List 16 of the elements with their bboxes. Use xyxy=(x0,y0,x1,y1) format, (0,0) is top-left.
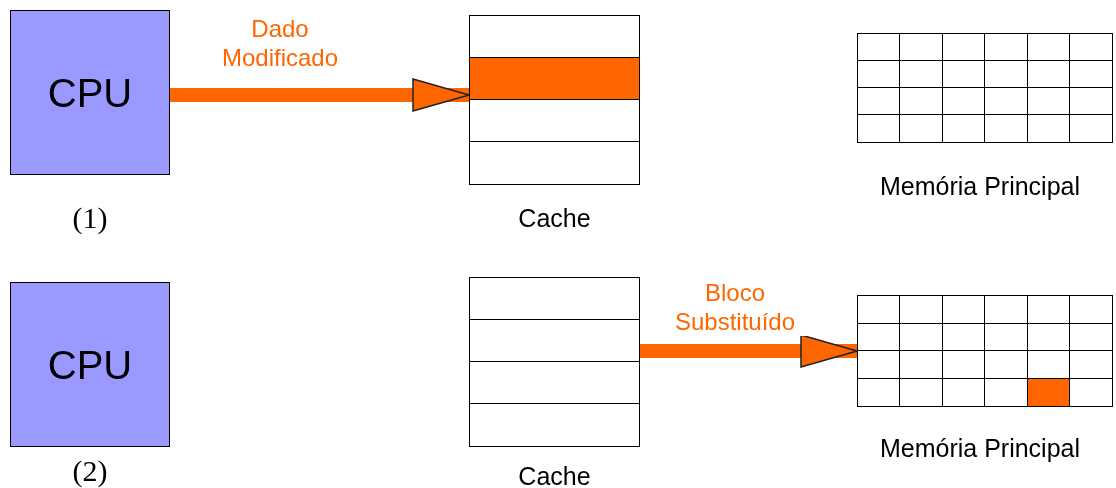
component-label: Memória Principal xyxy=(878,433,1082,464)
cache-table xyxy=(469,277,640,447)
step-number: (2) xyxy=(71,453,109,488)
cache-table xyxy=(469,15,640,185)
arrow xyxy=(640,334,858,368)
cpu-box xyxy=(10,282,170,447)
arrow xyxy=(170,78,470,112)
cpu-label: CPU xyxy=(47,341,133,389)
memory-grid xyxy=(857,295,1113,407)
component-label: Cache xyxy=(517,203,592,234)
memory-grid xyxy=(857,33,1113,143)
cpu-label: CPU xyxy=(47,69,133,117)
component-label: Cache xyxy=(517,461,592,488)
step-number: (1) xyxy=(71,200,109,236)
component-label: Memória Principal xyxy=(878,171,1082,202)
cpu-box xyxy=(10,10,170,175)
